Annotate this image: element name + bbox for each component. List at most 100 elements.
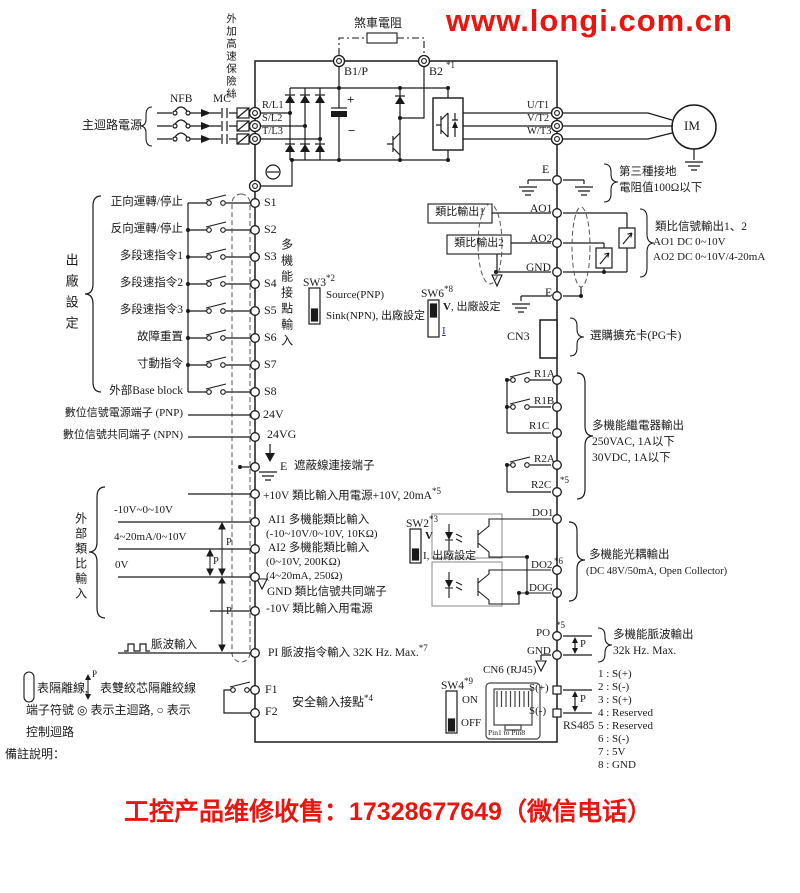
website-url: www.longi.com.cn [446, 3, 733, 38]
terminal-r1b-label: R1B [534, 395, 555, 407]
dc-plus-sign: + [347, 92, 355, 107]
pulse-note-brace [597, 627, 613, 663]
legend-twist-symbol [85, 674, 91, 700]
shield-e-label: E [280, 459, 288, 473]
legend-p-sup: P [92, 669, 98, 679]
terminal-ao1-label: AO1 [530, 203, 553, 215]
capacitor-plate [331, 111, 347, 117]
terminal-vt2-label: V/T2 [527, 113, 550, 124]
terminal-b2-label: B2 [429, 64, 444, 78]
s8-function-label: 外部Base block [109, 385, 183, 397]
sw4-name: SW4 [441, 679, 464, 692]
motor-label: IM [684, 118, 700, 133]
terminal-aognd-label: GND [526, 262, 551, 274]
ao-common-arrow [491, 274, 503, 288]
gnd-arrow [256, 578, 268, 591]
safety-input-label: 安全輸入接點*4 [292, 693, 373, 709]
relay-note3: 30VDC, 1A以下 [592, 452, 671, 464]
po-footnote: *5 [556, 620, 565, 630]
rj45-pin-8: 8 : GND [598, 759, 636, 771]
opto-boxes [431, 513, 503, 607]
pulse-input-label: 脈波輸入 [151, 639, 197, 651]
cn3-label: CN3 [507, 329, 530, 343]
cn3-connector [539, 319, 558, 359]
terminal-b1-label: B1/P [344, 64, 369, 78]
pi-label: PI 脈波指令輸入 32K Hz. Max.*7 [268, 643, 428, 659]
analog-input-brace [88, 486, 106, 619]
cn3-brace [569, 317, 585, 357]
po-gnd-arrow [535, 660, 547, 673]
sw6-v: V [443, 301, 451, 313]
main-power-label: 主迴路電源 [82, 118, 143, 132]
rj45-pin-2: 2 : S(-) [598, 681, 630, 693]
factory-setting-brace [84, 195, 102, 393]
footer-service-line: 工控产品维修收售：17328677649（微信电话） [124, 798, 652, 826]
cn3-note: 選購擴充卡(PG卡) [590, 330, 682, 342]
fuse-note-vertical: 外加高速保險絲 [225, 13, 237, 101]
s5-function-label: 多段速指令3 [119, 304, 183, 316]
control-terminals [250, 175, 562, 718]
rj45-pin-note: Pin1 to Pin8 [488, 728, 526, 737]
terminal-po-label: PO [536, 627, 551, 639]
mc-label: MC [213, 93, 231, 105]
terminal-rl1-label: R/L1 [262, 100, 284, 111]
terminal-tl3-label: T/L3 [262, 126, 283, 137]
terminal-r1a-label: R1A [534, 368, 555, 380]
b2-footnote: *1 [446, 60, 455, 70]
comm-p-arrows [572, 691, 578, 712]
supply-wires [188, 414, 271, 495]
terminal-r1c-label: R1C [529, 420, 550, 432]
s4-function-label: 多段速指令2 [119, 277, 183, 289]
ao1-box-label: 類比輸出1 [435, 206, 485, 218]
sw4-footnote: *9 [464, 676, 473, 686]
gnd-label: GND 類比信號共同端子 [267, 586, 387, 598]
terminal-f2-label: F2 [265, 704, 278, 718]
opto-note1: 多機能光耦輸出 [589, 549, 670, 561]
shield-ellipse-ao2 [571, 206, 591, 288]
ai2-spec2: (4~20mA, 250Ω) [266, 570, 343, 582]
terminal-ut1-label: U/T1 [527, 100, 550, 111]
ao2-box-label: 類比輸出2 [454, 237, 504, 249]
ao-note2: AO1 DC 0~10V [653, 236, 726, 248]
earth-note-brace [603, 163, 619, 203]
terminal-do2-label: DO2 [531, 559, 553, 571]
p-marker-po: P [580, 639, 586, 650]
earth-note-line2: 電阻值100Ω以下 [619, 182, 703, 194]
s2-function-label: 反向運轉/停止 [110, 223, 183, 235]
brake-resistor-label: 煞車電阻 [354, 16, 403, 30]
ai2-label: AI2 多機能類比輸入 [268, 542, 370, 554]
rs485-label: RS485 [563, 720, 595, 732]
ao-note3: AO2 DC 0~10V/4-20mA [653, 251, 766, 263]
p-marker-2: P [213, 556, 219, 567]
sw6-i-label: I [442, 325, 446, 337]
cn6-label: CN6 (RJ45) [483, 664, 537, 676]
r2c-footnote: *5 [560, 475, 569, 485]
terminal-s4-label: S4 [264, 276, 277, 290]
s6-function-label: 故障重置 [137, 331, 183, 343]
rj45-pin-4: 4 : Reserved [598, 707, 653, 719]
rj45-jack [485, 682, 541, 740]
junction-dots [186, 86, 606, 595]
terminal-s3-label: S3 [264, 249, 277, 263]
do2-footnote: *6 [554, 556, 563, 566]
digital-input-wires [187, 202, 251, 393]
earth-note-line1: 第三種接地 [619, 166, 677, 178]
terminal-sp-label: S(+) [529, 682, 549, 694]
terminal-sn-label: S(-) [529, 705, 547, 717]
legend-shield-symbol [23, 671, 35, 703]
dc-minus [261, 160, 293, 187]
remarks-label: 備註說明： [5, 747, 66, 761]
nfb-label: NFB [170, 93, 193, 105]
rj45-pin-5: 5 : Reserved [598, 720, 653, 732]
g24-desc-label: 數位信號共同端子 (NPN) [62, 429, 183, 441]
minus10v-label: -10V 類比輸入用電源 [266, 603, 373, 615]
sw2-v-label: V [425, 530, 433, 542]
p10-label: +10V 類比輸入用電源+10V, 20mA*5 [263, 486, 441, 502]
fuse-arrow-symbols [201, 109, 211, 143]
legend-shield-text: 表隔離線, [37, 681, 89, 695]
sw3-name: SW3 [303, 276, 326, 289]
shield-ellipse-ao [477, 203, 503, 285]
comm-wires [552, 685, 592, 718]
pulse-note1: 多機能脈波輸出 [613, 629, 694, 641]
